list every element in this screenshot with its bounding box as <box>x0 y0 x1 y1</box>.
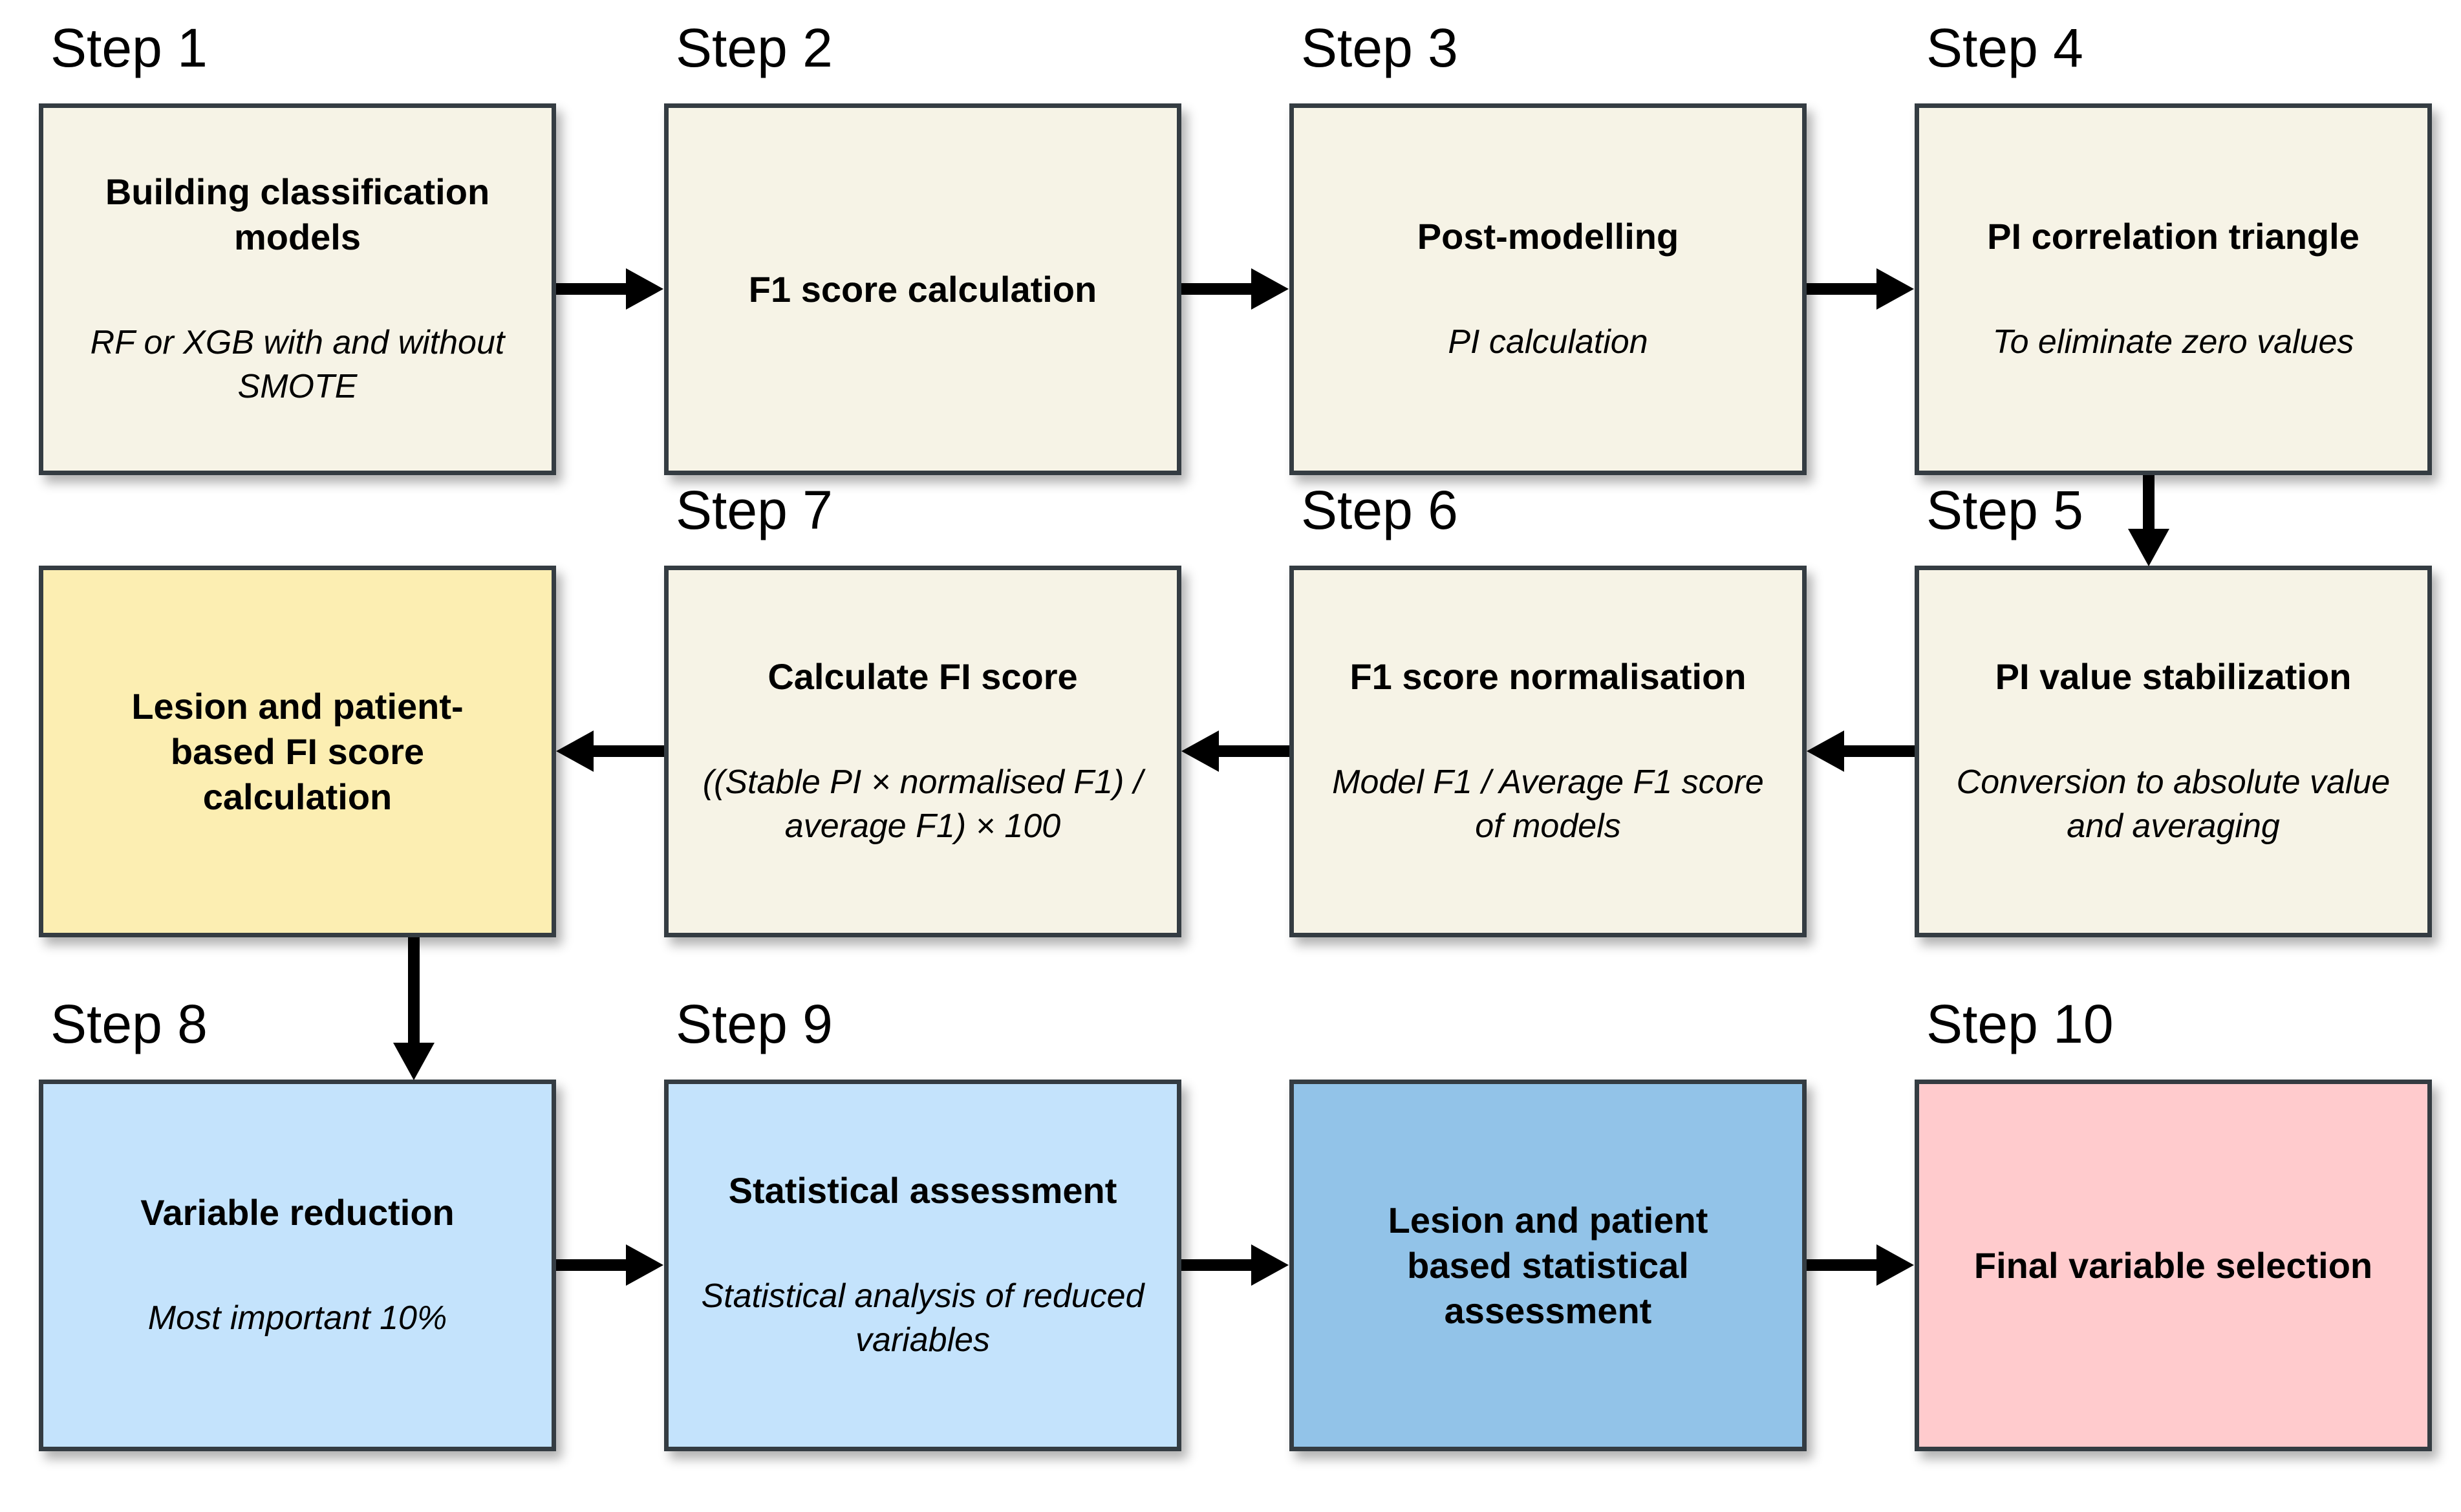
step-3-subtitle: PI calculation <box>1448 323 1648 361</box>
step-2-label: Step 2 <box>676 17 833 78</box>
lesion-patient-statistical-title: Lesion and patient based statistical ass… <box>1388 1199 1708 1331</box>
step-6-label: Step 6 <box>1301 480 1458 540</box>
step-3-title: Post-modelling <box>1417 216 1679 257</box>
step-3-label: Step 3 <box>1301 17 1458 78</box>
step-7-title: Calculate FI score <box>768 656 1078 697</box>
step-9-box: Statistical assessment Statistical analy… <box>664 1080 1181 1451</box>
fi-score-calculation-box: Lesion and patient- based FI score calcu… <box>39 566 556 937</box>
step-10-label: Step 10 <box>1926 994 2114 1054</box>
step-5-subtitle: Conversion to absolute value and averagi… <box>1956 763 2391 845</box>
fi-score-calculation-title: Lesion and patient- based FI score calcu… <box>131 685 464 817</box>
step-5-box: PI value stabilization Conversion to abs… <box>1915 566 2432 937</box>
step-2-box: F1 score calculation <box>664 103 1181 475</box>
step-9-label: Step 9 <box>676 994 833 1054</box>
step-4-subtitle: To eliminate zero values <box>1992 323 2354 361</box>
step-7-label: Step 7 <box>676 480 833 540</box>
step-10-title: Final variable selection <box>1973 1244 2373 1286</box>
step-1-title: Building classification models <box>105 171 490 258</box>
step-9-title: Statistical assessment <box>728 1170 1117 1211</box>
step-4-label: Step 4 <box>1926 17 2083 78</box>
step-8-subtitle: Most important 10% <box>147 1299 447 1337</box>
step-6-title: F1 score normalisation <box>1349 656 1746 697</box>
step-8-title: Variable reduction <box>140 1192 455 1233</box>
step-10-box: Final variable selection <box>1915 1080 2432 1451</box>
step-9-subtitle: Statistical analysis of reduced variable… <box>701 1277 1145 1359</box>
step-8-box: Variable reduction Most important 10% <box>39 1080 556 1451</box>
step-6-subtitle: Model F1 / Average F1 score of models <box>1332 763 1764 845</box>
lesion-patient-statistical-box: Lesion and patient based statistical ass… <box>1289 1080 1807 1451</box>
step-6-box: F1 score normalisation Model F1 / Averag… <box>1289 566 1807 937</box>
step-4-box: PI correlation triangle To eliminate zer… <box>1915 103 2432 475</box>
step-7-box: Calculate FI score ((Stable PI × normali… <box>664 566 1181 937</box>
step-5-title: PI value stabilization <box>1995 656 2352 697</box>
step-1-label: Step 1 <box>50 17 208 78</box>
step-3-box: Post-modelling PI calculation <box>1289 103 1807 475</box>
step-8-label: Step 8 <box>50 994 208 1054</box>
step-2-title: F1 score calculation <box>748 268 1097 310</box>
step-1-box: Building classification models RF or XGB… <box>39 103 556 475</box>
step-1-subtitle: RF or XGB with and without SMOTE <box>90 324 505 405</box>
step-5-label: Step 5 <box>1926 480 2083 540</box>
step-7-subtitle: ((Stable PI × normalised F1) / average F… <box>702 763 1143 845</box>
step-4-title: PI correlation triangle <box>1987 216 2359 257</box>
